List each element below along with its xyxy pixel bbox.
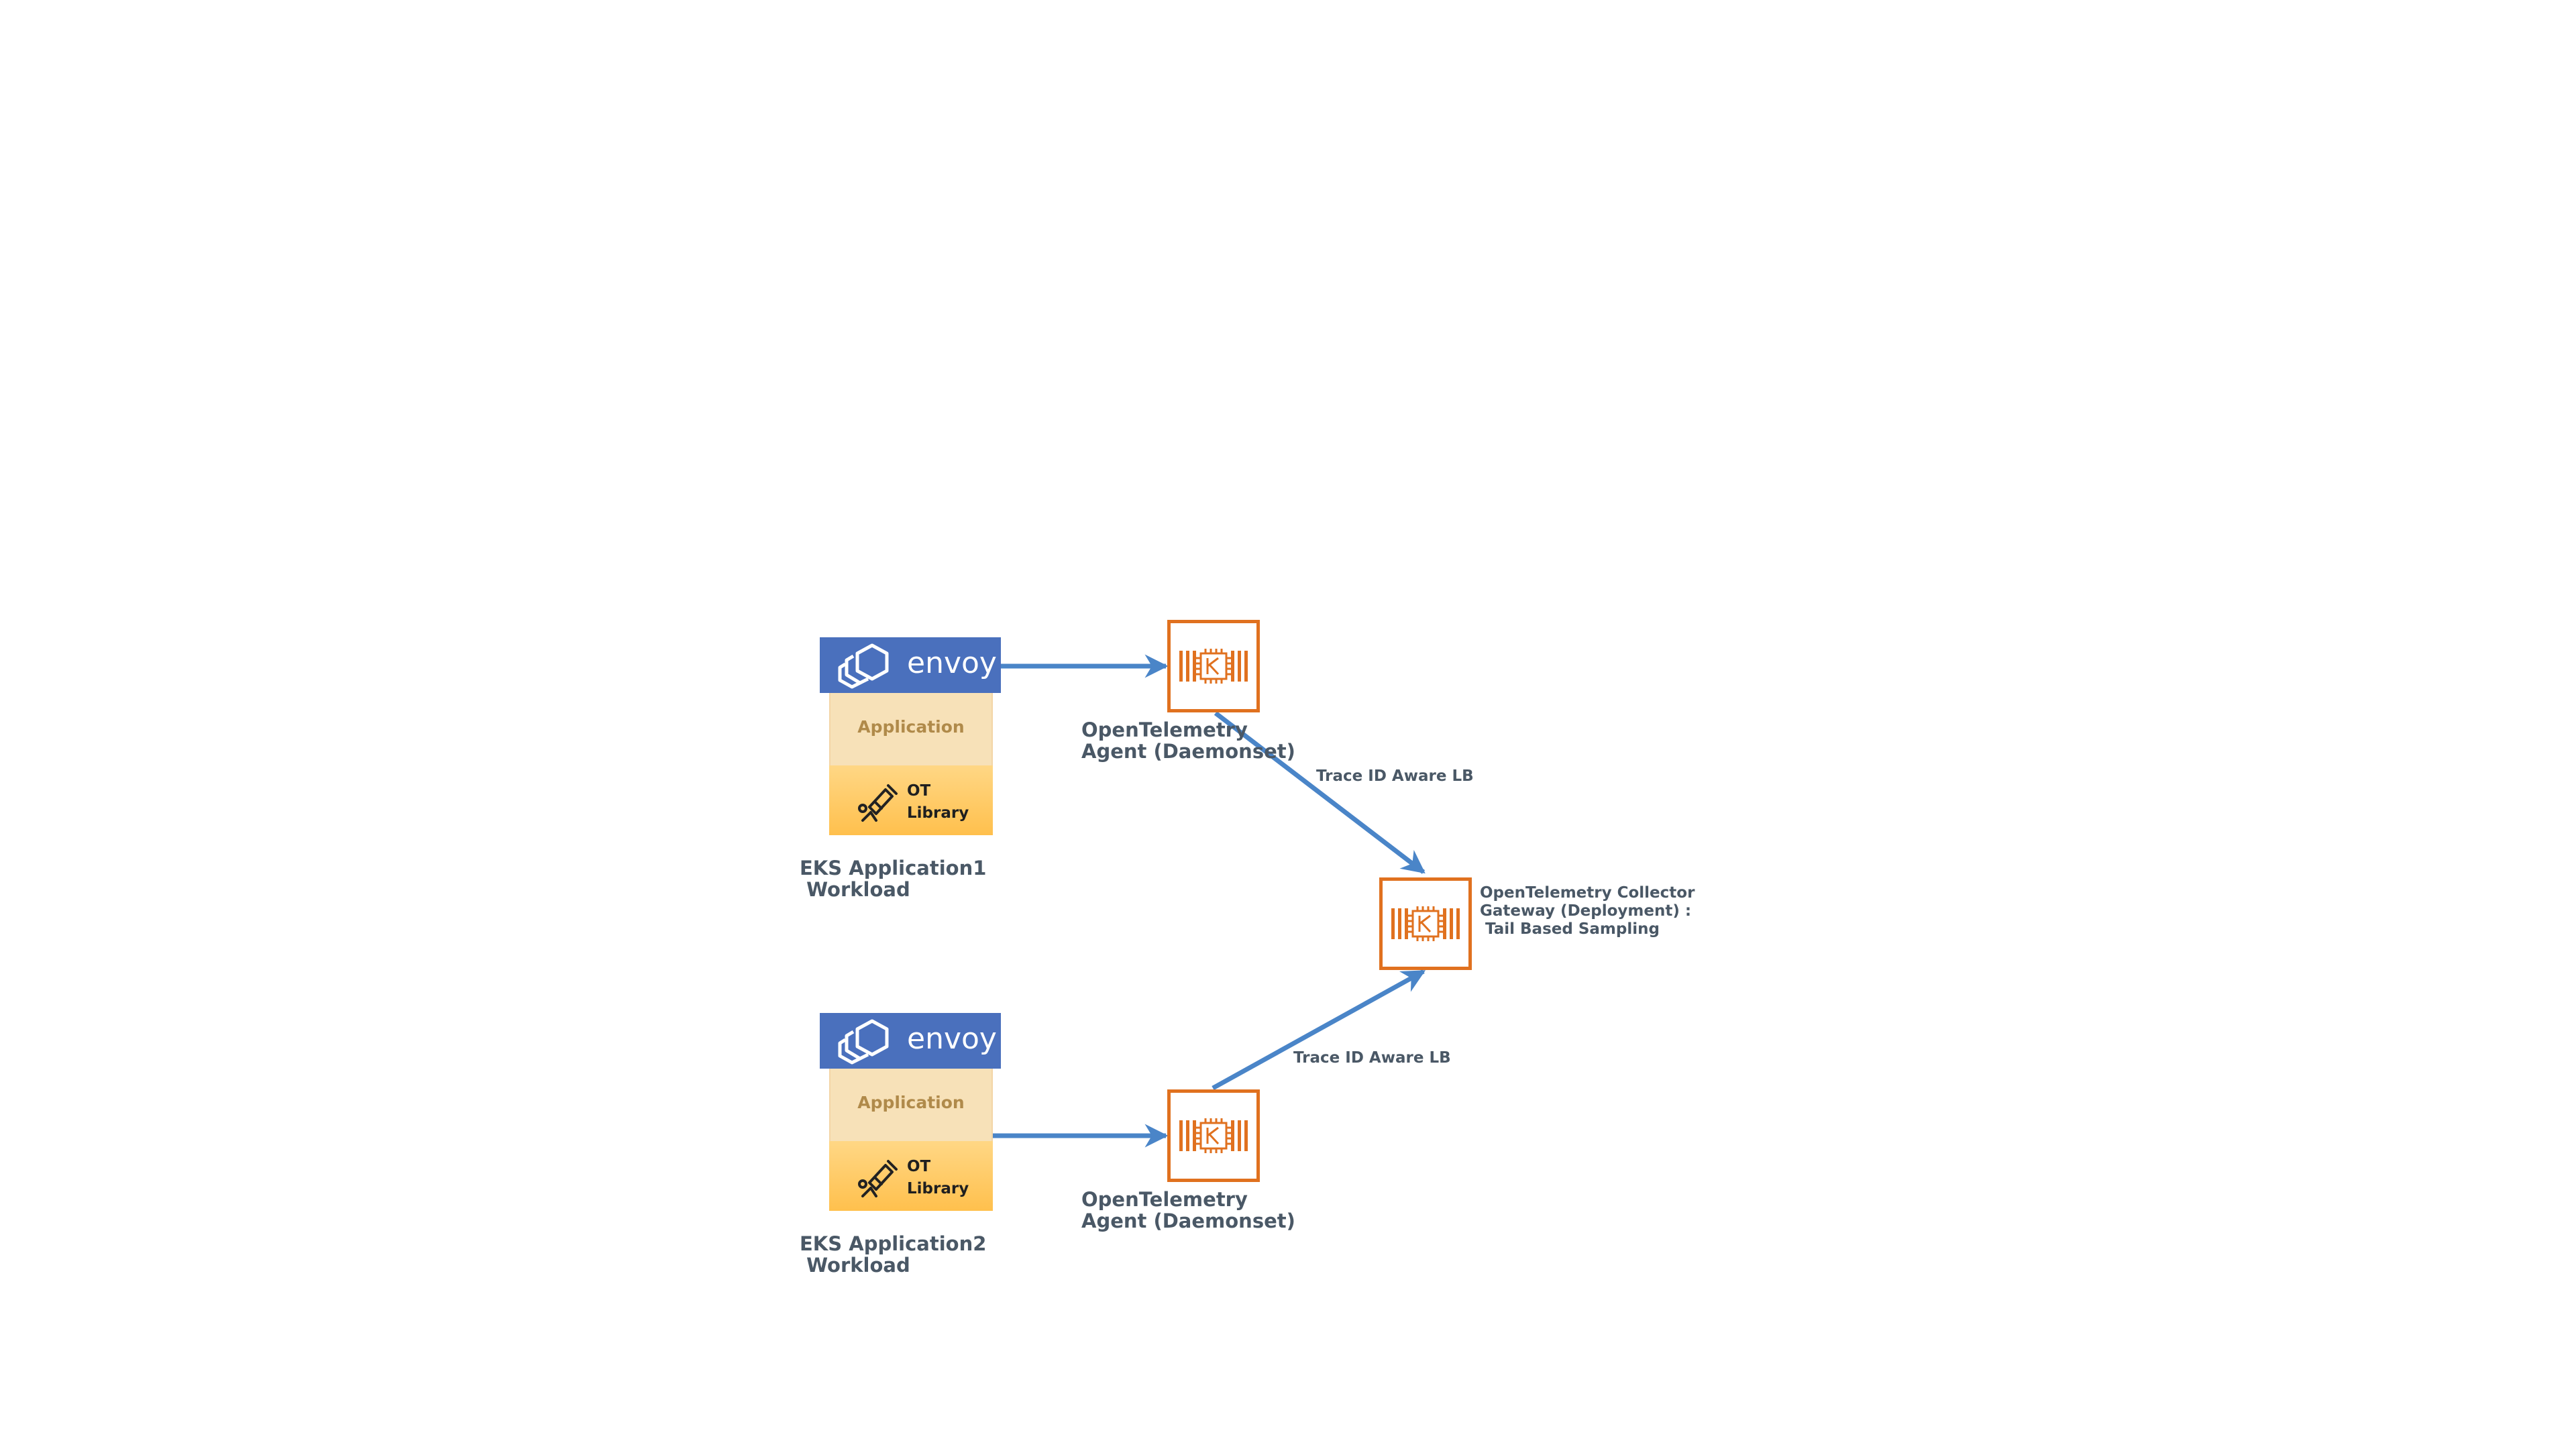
edge-label-agent2-gateway: Trace ID Aware LB: [1293, 1049, 1451, 1067]
edge-label-agent1-gateway: Trace ID Aware LB: [1316, 767, 1474, 785]
kubernetes-chip-icon: [1379, 877, 1472, 970]
telescope-icon: [858, 784, 898, 822]
application-block-1: Application: [829, 693, 993, 765]
workload-1-stack: envoy Application OT Library: [820, 637, 1001, 839]
ot-library-block-1: OT Library: [829, 765, 993, 835]
envoy-wordmark: envoy: [907, 646, 997, 680]
application-block-2: Application: [829, 1069, 993, 1141]
application-label: Application: [857, 1093, 965, 1112]
envoy-proxy-2: envoy: [820, 1013, 1001, 1069]
ot-library-label: OT Library: [907, 782, 969, 822]
workload-2-caption: EKS Application2 Workload: [800, 1232, 987, 1277]
workload-1-caption: EKS Application1 Workload: [800, 857, 987, 901]
agent-1-caption: OpenTelemetry Agent (Daemonset): [1081, 718, 1295, 763]
gateway-caption: OpenTelemetry Collector Gateway (Deploym…: [1480, 884, 1695, 938]
ot-library-block-2: OT Library: [829, 1141, 993, 1211]
arrow-agent1-to-gateway: [1214, 711, 1426, 874]
envoy-logo-icon: [838, 643, 889, 689]
envoy-wordmark: envoy: [907, 1022, 997, 1056]
ot-library-label: OT Library: [907, 1158, 969, 1197]
agent-2-caption: OpenTelemetry Agent (Daemonset): [1081, 1188, 1295, 1232]
arrow-agent2-to-gateway: [1212, 969, 1426, 1091]
workload-2-stack: envoy Application OT Library: [820, 1013, 1001, 1214]
envoy-logo-icon: [838, 1019, 889, 1065]
kubernetes-chip-icon: [1167, 1089, 1260, 1182]
envoy-proxy-1: envoy: [820, 637, 1001, 693]
kubernetes-chip-icon: [1167, 620, 1260, 712]
application-label: Application: [857, 717, 965, 737]
telescope-icon: [858, 1160, 898, 1197]
